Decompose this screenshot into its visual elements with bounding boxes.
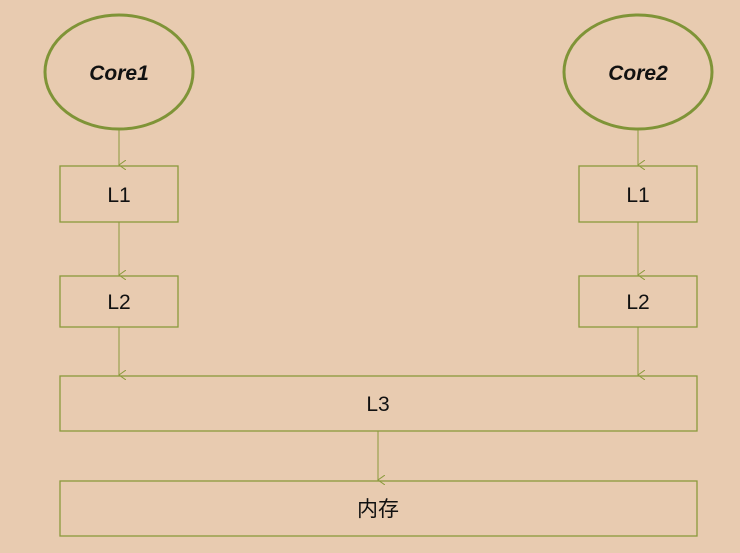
core2-node: Core2 [562, 13, 714, 131]
core2-label: Core2 [608, 62, 668, 85]
core1-node: Core1 [43, 13, 195, 131]
memory-label: 内存 [357, 498, 399, 521]
core1-l1-cache: L1 [59, 165, 179, 223]
core1-label: Core1 [89, 62, 149, 85]
core2-ellipse [562, 13, 714, 131]
l3-cache: L3 [59, 375, 698, 432]
core1-l2-cache: L2 [59, 275, 179, 328]
core1-l1-label: L1 [107, 184, 130, 207]
memory-node: 内存 [59, 480, 698, 537]
core2-l1-cache: L1 [578, 165, 698, 223]
core2-l2-label: L2 [626, 291, 649, 314]
core2-l1-label: L1 [626, 184, 649, 207]
l3-label: L3 [366, 393, 389, 416]
core1-ellipse [43, 13, 195, 131]
core2-l2-cache: L2 [578, 275, 698, 328]
core1-l2-label: L2 [107, 291, 130, 314]
